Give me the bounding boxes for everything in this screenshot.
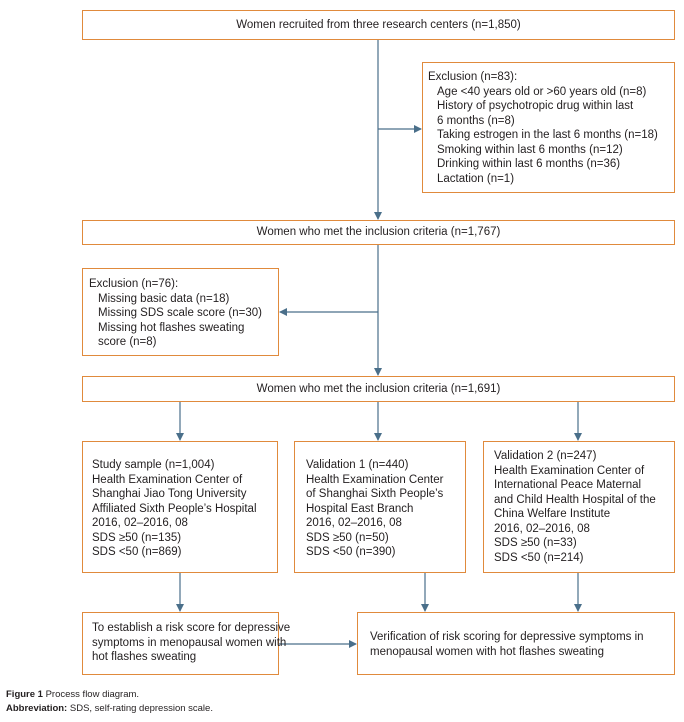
met2-text: Women who met the inclusion criteria (n=… bbox=[256, 382, 501, 395]
exclusion2-title: Exclusion (n=76): bbox=[89, 278, 179, 290]
recruited-box: Women recruited from three research cent… bbox=[82, 10, 675, 40]
recruited-text: Women recruited from three research cent… bbox=[236, 18, 521, 31]
validation1-line: Validation 1 (n=440) bbox=[306, 459, 409, 471]
study-line: Health Examination Center of bbox=[92, 473, 243, 486]
validation2-line: and Child Health Hospital of the bbox=[494, 493, 656, 506]
figure-text: Process flow diagram. bbox=[42, 689, 140, 700]
met1-text: Women who met the inclusion criteria (n=… bbox=[256, 226, 501, 239]
validation2-line: Health Examination Center of bbox=[494, 464, 645, 477]
validation1-line: of Shanghai Sixth People’s bbox=[306, 488, 444, 500]
establish-line: hot flashes sweating bbox=[92, 651, 197, 663]
exclusion2-item: score (n=8) bbox=[98, 336, 157, 348]
validation2-line: 2016, 02–2016, 08 bbox=[494, 522, 590, 535]
met1-box: Women who met the inclusion criteria (n=… bbox=[82, 220, 675, 245]
establish-line: To establish a risk score for depressive bbox=[92, 622, 291, 634]
exclusion1-item: Lactation (n=1) bbox=[437, 172, 515, 185]
exclusion1-item: Taking estrogen in the last 6 months (n=… bbox=[437, 129, 658, 141]
study-line: Study sample (n=1,004) bbox=[92, 459, 215, 471]
figure-caption: Figure 1 Process flow diagram. bbox=[6, 689, 139, 701]
abbreviation-caption: Abbreviation: SDS, self-rating depressio… bbox=[6, 703, 213, 715]
verification-box: Verification of risk scoring for depress… bbox=[357, 612, 675, 675]
validation1-line: 2016, 02–2016, 08 bbox=[306, 517, 402, 529]
validation2-line: Validation 2 (n=247) bbox=[494, 450, 597, 462]
exclusion2-box: Exclusion (n=76): Missing basic data (n=… bbox=[82, 268, 279, 356]
validation2-line: SDS ≥50 (n=33) bbox=[494, 537, 577, 549]
study-line: Shanghai Jiao Tong University bbox=[92, 488, 247, 500]
validation1-line: SDS ≥50 (n=50) bbox=[306, 531, 389, 544]
exclusion2-item: Missing SDS scale score (n=30) bbox=[98, 307, 262, 319]
figure-label: Figure 1 bbox=[6, 689, 43, 700]
establish-line: symptoms in menopausal women with bbox=[92, 636, 287, 649]
verification-line: menopausal women with hot flashes sweati… bbox=[370, 645, 604, 658]
exclusion1-title: Exclusion (n=83): bbox=[428, 71, 518, 83]
study-line: SDS ≥50 (n=135) bbox=[92, 531, 182, 544]
validation1-box: Validation 1 (n=440) Health Examination … bbox=[294, 441, 466, 573]
exclusion1-box: Exclusion (n=83): Age <40 years old or >… bbox=[422, 62, 675, 193]
abbreviation-label: Abbreviation: bbox=[6, 703, 68, 714]
exclusion1-item: Smoking within last 6 months (n=12) bbox=[437, 143, 623, 156]
validation1-line: Health Examination Center bbox=[306, 473, 444, 486]
validation2-line: SDS <50 (n=214) bbox=[494, 551, 584, 564]
abbreviation-text: SDS, self-rating depression scale. bbox=[67, 703, 213, 714]
exclusion2-item: Missing basic data (n=18) bbox=[98, 292, 230, 305]
validation1-line: SDS <50 (n=390) bbox=[306, 546, 396, 558]
met2-box: Women who met the inclusion criteria (n=… bbox=[82, 376, 675, 402]
exclusion1-item: Drinking within last 6 months (n=36) bbox=[437, 158, 621, 170]
validation2-box: Validation 2 (n=247) Health Examination … bbox=[483, 441, 675, 573]
validation2-line: International Peace Maternal bbox=[494, 479, 642, 491]
study-sample-box: Study sample (n=1,004) Health Examinatio… bbox=[82, 441, 278, 573]
study-line: SDS <50 (n=869) bbox=[92, 546, 182, 558]
study-line: 2016, 02–2016, 08 bbox=[92, 517, 188, 529]
exclusion1-item: History of psychotropic drug within last bbox=[437, 100, 634, 112]
exclusion1-item: 6 months (n=8) bbox=[437, 114, 515, 127]
verification-line: Verification of risk scoring for depress… bbox=[370, 631, 644, 643]
study-line: Affiliated Sixth People’s Hospital bbox=[92, 502, 257, 515]
validation2-line: China Welfare Institute bbox=[494, 508, 611, 520]
validation1-line: Hospital East Branch bbox=[306, 502, 414, 515]
establish-box: To establish a risk score for depressive… bbox=[82, 612, 291, 675]
exclusion2-item: Missing hot flashes sweating bbox=[98, 321, 245, 334]
exclusion1-item: Age <40 years old or >60 years old (n=8) bbox=[437, 85, 647, 98]
